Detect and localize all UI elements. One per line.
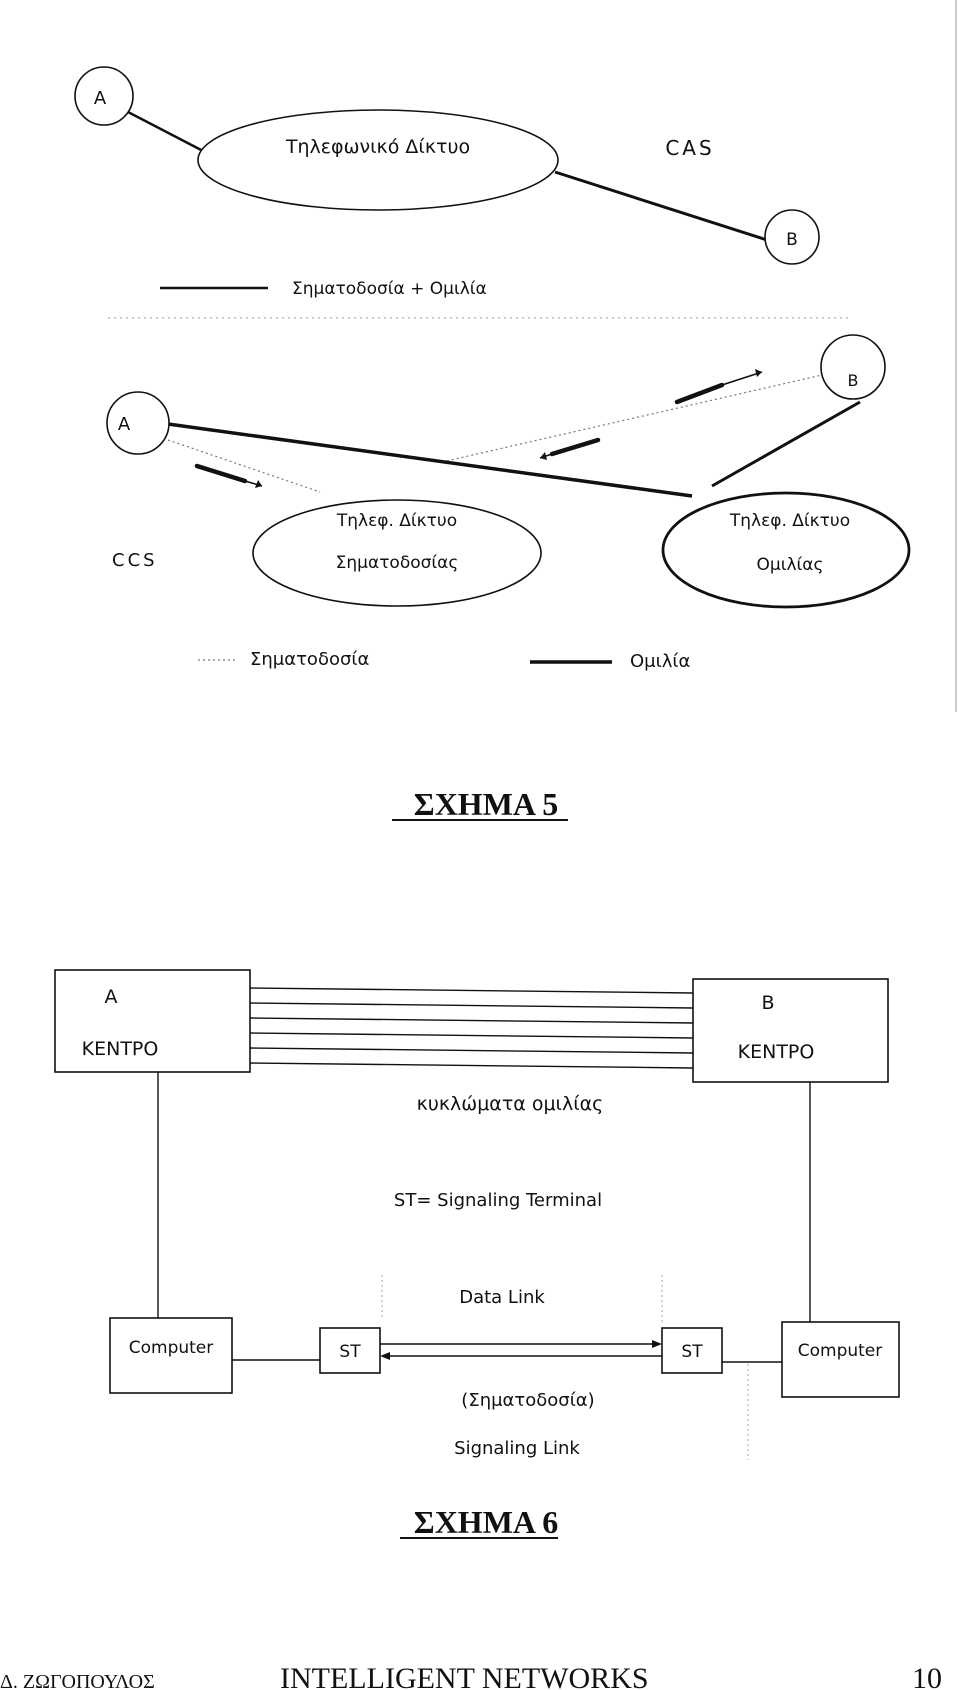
cas-node-a	[74, 66, 134, 126]
st-left-label: ST	[339, 1342, 361, 1362]
cas-node-a-label: A	[94, 88, 107, 109]
signaling-link-arrows	[380, 1340, 662, 1360]
footer-author: Δ. ΖΩΓΟΠΟΥΛΟΣ	[0, 1671, 155, 1690]
computer-right-label: Computer	[798, 1341, 883, 1361]
ccs-signaling-network-line1: Τηλεφ. Δίκτυο	[336, 511, 457, 531]
ccs-node-a	[106, 391, 170, 455]
cas-node-b	[764, 209, 820, 265]
ccs-speech-network-line2: Ομιλίας	[757, 555, 824, 575]
figure-6-caption: ΣΧΗΜΑ 6	[414, 1504, 558, 1540]
data-link-label: Data Link	[459, 1287, 545, 1308]
ccs-node-b	[820, 334, 886, 400]
cas-network-label: Τηλεφωνικό Δίκτυο	[285, 136, 470, 158]
ccs-node-b-label: B	[848, 371, 859, 390]
ccs-signal-arrow-2	[539, 437, 601, 460]
figure-5-ccs: A B Τηλεφ. Δίκτυο Σηματοδοσίας Τηλεφ. Δί…	[106, 334, 911, 672]
center-a-name: ΚΕΝΤΡΟ	[82, 1038, 159, 1060]
voice-circuits	[249, 987, 694, 1069]
cas-telephone-network	[197, 109, 559, 211]
ccs-node-a-label: A	[118, 414, 131, 435]
cas-node-b-label: B	[786, 230, 798, 250]
ccs-legend-dotted-label: Σηματοδοσία	[250, 649, 369, 670]
ccs-label: CCS	[112, 550, 158, 571]
circuits-label: κυκλώματα ομιλίας	[417, 1093, 604, 1115]
cas-legend-label: Σηματοδοσία + Ομιλία	[292, 279, 487, 299]
center-a-letter: A	[105, 986, 118, 1008]
computer-left-box	[109, 1317, 233, 1394]
center-a-box	[54, 969, 251, 1073]
footer-title: INTELLIGENT NETWORKS	[280, 1662, 649, 1690]
ccs-speech-path-b	[711, 400, 861, 488]
ccs-signaling-network	[252, 499, 542, 607]
st-right-label: ST	[681, 1342, 703, 1362]
ccs-speech-network	[661, 491, 911, 609]
footer-page-number: 10	[912, 1662, 942, 1690]
st-left-box	[319, 1327, 381, 1374]
ccs-signaling-network-line2: Σηματοδοσίας	[336, 553, 459, 573]
ccs-speech-network-line1: Τηλεφ. Δίκτυο	[729, 511, 850, 531]
signaling-paren-label: (Σηματοδοσία)	[461, 1390, 594, 1411]
cas-link-a-network	[127, 110, 206, 154]
center-b-box	[692, 978, 889, 1083]
cas-label: CAS	[665, 136, 714, 160]
ccs-legend-solid-label: Ομιλία	[630, 651, 690, 672]
ccs-signal-path-b	[441, 374, 823, 463]
page-footer: Δ. ΖΩΓΟΠΟΥΛΟΣ INTELLIGENT NETWORKS 10	[0, 1662, 942, 1690]
center-b-letter: B	[761, 992, 774, 1014]
ccs-signal-arrow-3	[674, 369, 763, 405]
cas-link-network-b	[554, 170, 768, 242]
signaling-link-label: Signaling Link	[454, 1438, 580, 1459]
ccs-signal-arrow-1	[194, 463, 263, 488]
ccs-signal-path-a	[167, 439, 321, 493]
figure-5-cas: A Τηλεφωνικό Δίκτυο CAS B Σηματοδοσία + …	[74, 66, 820, 299]
computer-left-label: Computer	[129, 1338, 214, 1358]
st-definition: ST= Signaling Terminal	[394, 1190, 602, 1211]
computer-right-box	[781, 1321, 900, 1398]
figure-5-caption: ΣΧΗΜΑ 5	[414, 786, 558, 822]
figure-6: A ΚΕΝΤΡΟ B ΚΕΝΤΡΟ κυκλώματα ομιλίας ST= …	[54, 969, 900, 1460]
ccs-speech-path-a	[167, 422, 693, 498]
st-right-box	[661, 1327, 723, 1374]
center-b-name: ΚΕΝΤΡΟ	[738, 1041, 815, 1063]
